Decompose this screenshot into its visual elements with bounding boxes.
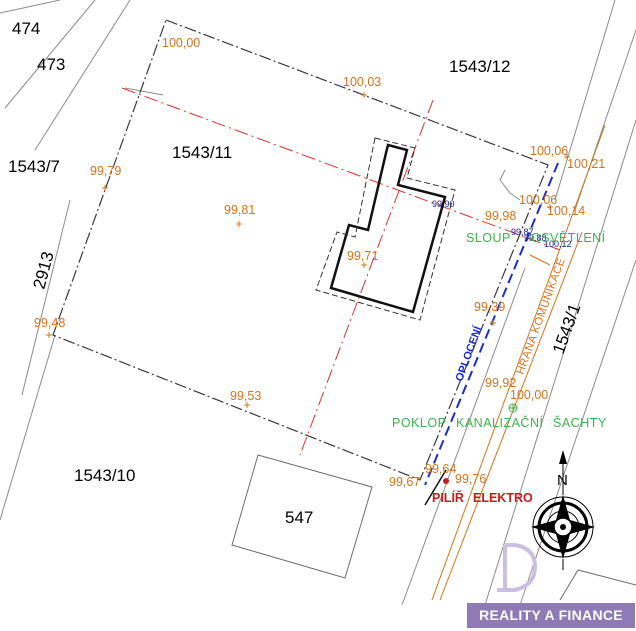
elevation-label: 99,92 [485,376,516,390]
building-corner [559,569,636,601]
elevation-label: 99,48 [34,316,65,330]
elevation-label: 99,76 [455,472,486,486]
elevation-points [46,92,570,408]
building-547 [231,454,373,579]
elevation-label-small: 99,88 [524,233,547,243]
parcel-1543-10: 1543/10 [74,466,135,485]
compass-north-label: N [557,472,568,489]
plot-boundary [52,19,549,481]
parcel-1543-7: 1543/7 [8,157,60,176]
elevation-label: 99,39 [474,300,505,314]
elevation-label: 100,21 [567,157,605,171]
label-sloup: SLOUP [466,231,511,245]
label-oploceni: OPLOCENÍ [453,324,485,383]
elevation-label: 100,00 [162,36,200,50]
label-poklop: POKLOP [392,416,446,430]
axis-lines [121,87,561,456]
fence-line [424,162,559,486]
house-offset [315,137,456,321]
elevation-label: 100,00 [510,388,548,402]
elevation-label-small: 99,90 [432,199,455,209]
parcel-473: 473 [37,55,65,74]
elevation-label: 99,67 [389,475,420,489]
elevation-label: 99,81 [224,203,255,217]
label-kanalizacni: KANALIZAČNÍ [456,415,543,430]
elevation-label: 99,71 [347,249,378,263]
parcel-1543-11: 1543/11 [172,143,232,162]
label-elektro: ELEKTRO [473,491,533,505]
elevation-label: 99,79 [90,164,121,178]
elevation-label: 100,06 [519,193,557,207]
elevation-label: 100,03 [343,75,381,89]
elevation-label-small: 99,87 [511,227,534,237]
elevation-label: 99,53 [230,389,261,403]
brand-banner: REALITY A FINANCE [467,603,635,628]
elevation-label: 100,06 [530,144,568,158]
parcel-474: 474 [12,19,40,38]
elevation-label: 99,98 [485,209,516,223]
house-outline [329,143,447,314]
pillar-marker [443,478,449,484]
road-edges [431,124,606,601]
pillar-line [424,469,447,506]
elevation-label: 99,64 [425,462,456,476]
background-boundaries [0,0,636,606]
watermark-d-icon [497,543,538,592]
parcel-547: 547 [285,508,313,527]
label-pilir: PILÍŘ [432,490,464,505]
parcel-1543-12: 1543/12 [449,57,510,76]
elevation-label-small: 100,12 [544,239,572,249]
elevation-label: 100,14 [547,204,585,218]
manhole-icon [508,403,518,413]
parcel-2913: 2913 [30,250,58,291]
parcel-1543-1: 1543/1 [549,301,585,356]
label-sachty: ŠACHTY [553,415,607,430]
label-osvetleni: OSVĚTLENÍ [531,230,606,245]
compass-rose-icon: N [531,450,595,570]
